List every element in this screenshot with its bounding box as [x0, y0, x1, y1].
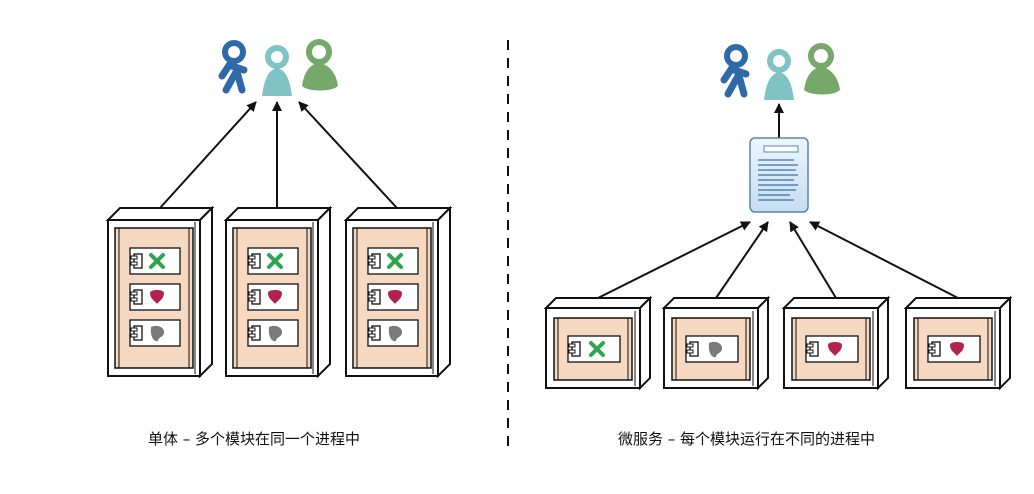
document-gateway-icon	[749, 137, 809, 213]
monolith-server-1	[107, 207, 213, 377]
monolith-server-3	[345, 207, 451, 377]
microservice-3	[783, 297, 889, 389]
arrow-server1-to-users	[159, 101, 257, 209]
arrow-service2-to-gateway	[715, 221, 769, 299]
arrow-server3-to-users	[298, 101, 398, 209]
monolith-server-2	[225, 207, 331, 377]
users-group-left	[222, 42, 338, 96]
microservice-2	[663, 297, 769, 389]
arrow-service3-to-gateway	[789, 221, 837, 299]
microservice-4	[905, 297, 1011, 389]
microservice-1	[545, 297, 651, 389]
monolith-section	[107, 42, 451, 377]
users-group-right	[724, 46, 840, 100]
microservices-caption: 微服务 – 每个模块运行在不同的进程中	[618, 430, 876, 448]
microservices-section	[545, 46, 1011, 389]
arrow-service4-to-gateway	[809, 221, 959, 299]
arrow-service1-to-gateway	[597, 221, 751, 299]
monolith-caption: 单体 – 多个模块在同一个进程中	[148, 430, 361, 448]
